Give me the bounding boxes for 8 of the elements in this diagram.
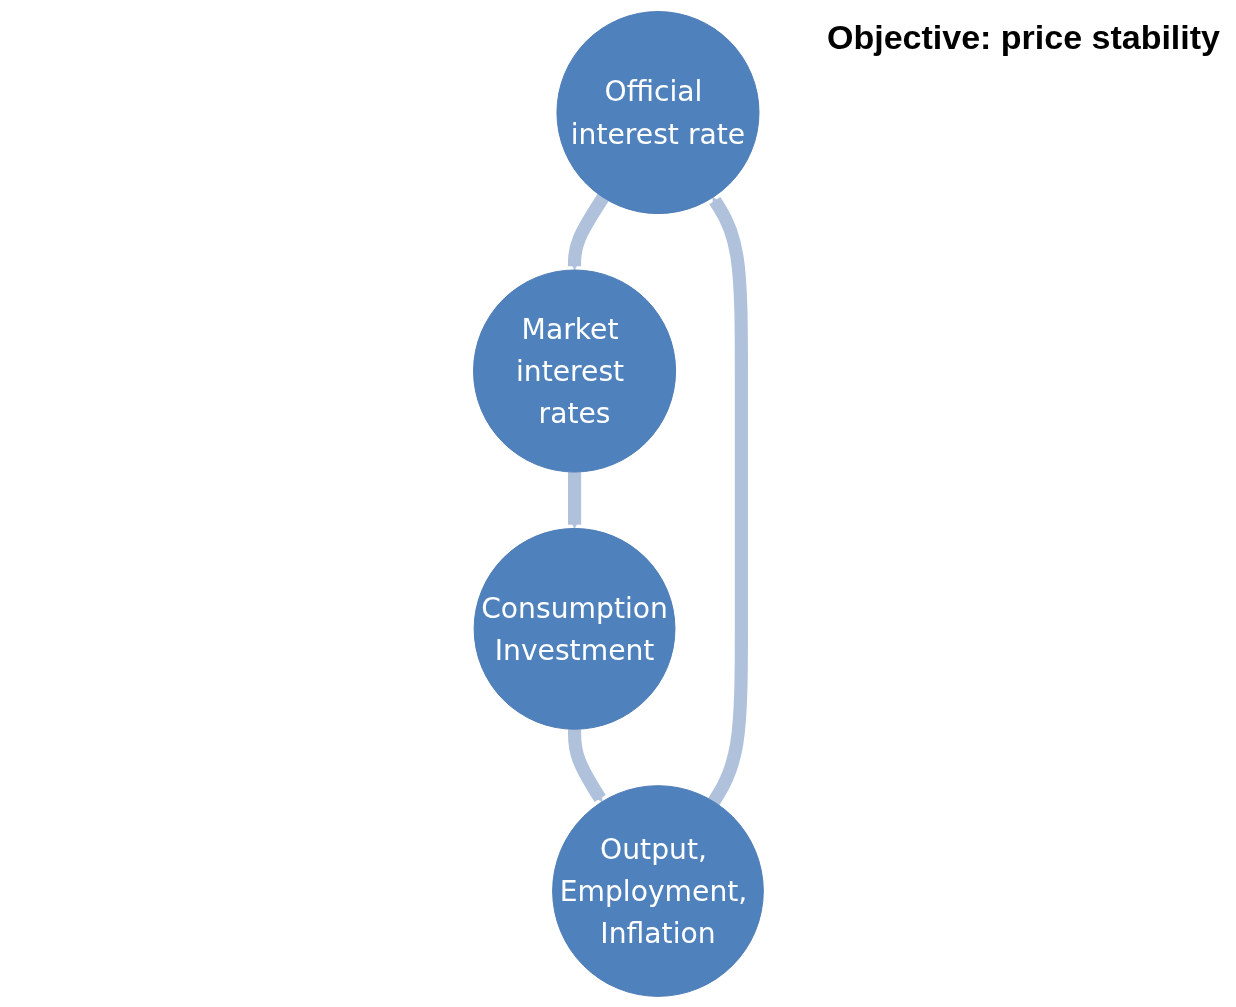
arrow [567,469,581,529]
arrow [567,193,609,270]
arrow [707,196,748,805]
node-circle: Market interest rates [472,269,676,473]
node-circle: Official interest rate [556,10,760,214]
node-circle: Output, Employment, Inflation [551,784,764,997]
node-circle: Consumption Investment [473,527,676,730]
diagram-title: Objective: price stability [826,18,1220,57]
